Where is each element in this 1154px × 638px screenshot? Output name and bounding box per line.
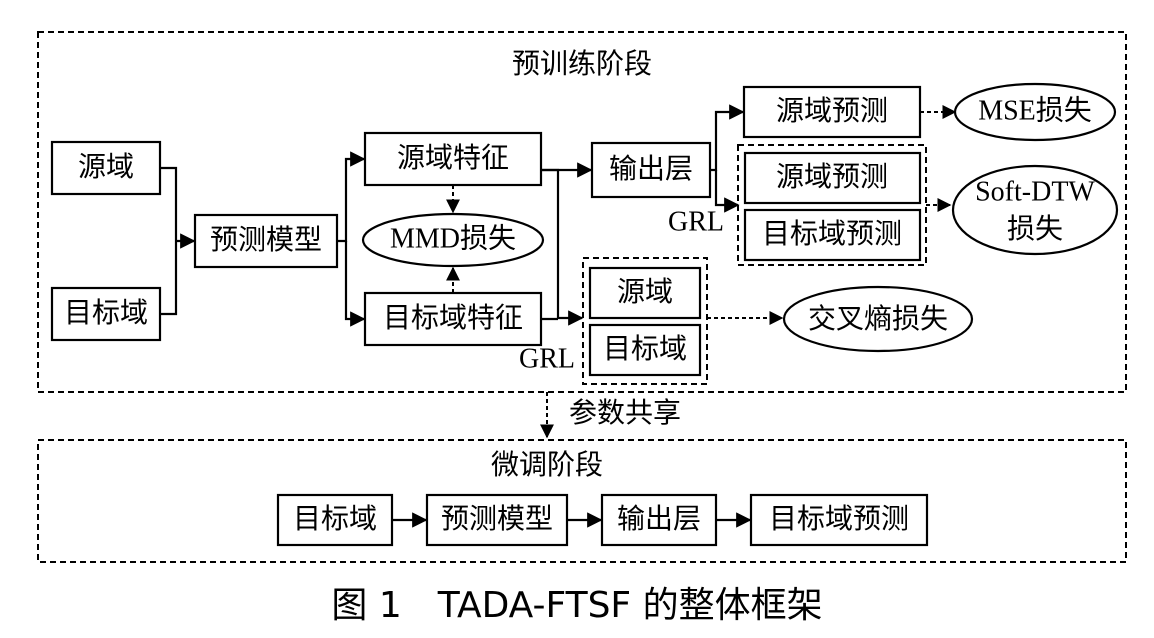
cross-entropy-loss-ellipse xyxy=(782,285,974,353)
source-feature-label: 源域特征 xyxy=(397,141,509,174)
soft-dtw-label-line2: 损失 xyxy=(1007,212,1063,245)
finetune-stage-frame xyxy=(37,439,1127,563)
mmd-loss-label: MMD损失 xyxy=(390,222,516,254)
target-domain-label: 目标域 xyxy=(64,296,148,329)
finetune-target-prediction-label: 目标域预测 xyxy=(769,502,909,535)
finetune-prediction-model-box xyxy=(425,493,569,547)
target-prediction-box xyxy=(743,208,922,262)
model-to-target-feature-arrow xyxy=(344,241,366,327)
source-feature-box xyxy=(363,131,543,187)
input-merge-connector xyxy=(160,166,178,316)
prediction-group xyxy=(737,144,927,266)
output-layer-label: 输出层 xyxy=(609,152,693,185)
finetune-stage-title: 微调阶段 xyxy=(491,448,603,481)
pretrain-stage-title: 预训练阶段 xyxy=(512,47,652,80)
source-prediction-box xyxy=(743,151,922,205)
source-prediction-label: 源域预测 xyxy=(776,160,888,193)
classifier-source-box xyxy=(588,266,702,320)
finetune-prediction-model-label: 预测模型 xyxy=(441,502,553,535)
finetune-target-domain-box xyxy=(276,493,394,547)
finetune-target-prediction-box xyxy=(749,493,929,547)
classifier-target-label: 目标域 xyxy=(603,332,687,365)
prediction-model-label: 预测模型 xyxy=(210,223,322,256)
mmd-loss-ellipse xyxy=(361,212,545,268)
pretrain-stage-frame xyxy=(37,31,1127,393)
target-domain-box xyxy=(50,286,162,342)
mse-loss-label: MSE损失 xyxy=(978,94,1092,126)
output-to-source-prediction-arrow xyxy=(710,104,745,172)
mse-loss-ellipse xyxy=(953,82,1117,142)
domain-classifier-group xyxy=(582,257,708,385)
target-feature-label: 目标域特征 xyxy=(383,301,523,334)
cross-entropy-loss-label: 交叉熵损失 xyxy=(808,302,948,335)
finetune-target-domain-label: 目标域 xyxy=(293,502,377,535)
soft-dtw-label-line1: Soft-DTW xyxy=(975,176,1095,207)
parameter-sharing-label: 参数共享 xyxy=(569,396,681,429)
finetune-output-layer-box xyxy=(600,493,718,547)
grl-lower-label: GRL xyxy=(519,343,575,374)
classifier-source-label: 源域 xyxy=(617,275,673,308)
output-layer-box xyxy=(590,141,712,199)
figure-caption: 图 1 TADA-FTSF 的整体框架 xyxy=(331,585,822,626)
finetune-output-layer-label: 输出层 xyxy=(617,502,701,535)
grl-upper-label: GRL xyxy=(668,206,724,237)
soft-dtw-loss-ellipse xyxy=(951,164,1119,256)
target-prediction-label: 目标域预测 xyxy=(762,217,902,250)
output-to-adaptation-group-arrow xyxy=(714,170,740,213)
source-feature-to-classifier-arrow xyxy=(541,168,584,326)
source-prediction-top-label: 源域预测 xyxy=(776,94,888,127)
source-domain-label: 源域 xyxy=(78,150,134,183)
classifier-target-box xyxy=(588,323,702,377)
prediction-model-box xyxy=(193,213,339,269)
model-to-source-feature-arrow xyxy=(337,151,366,243)
